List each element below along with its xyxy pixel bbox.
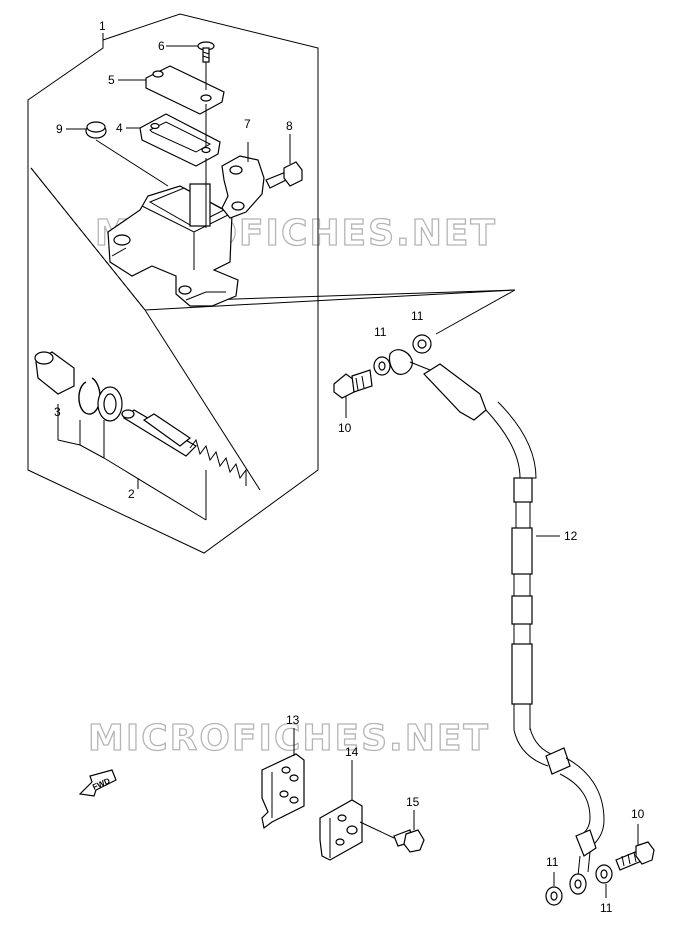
watermark-bottom: MICROFICHES.NET xyxy=(88,718,490,759)
screw-part-6 xyxy=(197,41,215,63)
brake-hose-part-12 xyxy=(388,349,605,895)
callout-9: 9 xyxy=(56,122,63,136)
small-cap-part-9 xyxy=(85,121,107,139)
bolt-part-8 xyxy=(265,161,303,189)
callout-12: 12 xyxy=(564,529,578,543)
callout-11-d: 11 xyxy=(600,901,613,915)
callout-labels: 1 2 3 4 5 6 7 8 9 10 10 11 11 11 11 12 1… xyxy=(54,19,645,915)
leader-lines-top xyxy=(66,33,291,228)
callout-1: 1 xyxy=(99,19,106,33)
callout-7: 7 xyxy=(244,117,251,131)
banjo-bolt-part-10-upper xyxy=(333,369,373,418)
callout-6: 6 xyxy=(158,39,165,53)
piston-part-2 xyxy=(121,409,197,457)
callout-4: 4 xyxy=(116,121,123,135)
callout-10-upper: 10 xyxy=(338,421,352,435)
fwd-arrow-icon: FWD xyxy=(78,769,117,797)
callout-15: 15 xyxy=(406,795,420,809)
washer-part-3 xyxy=(97,386,123,422)
guide-lines xyxy=(30,167,516,491)
callout-11-b: 11 xyxy=(411,309,424,323)
callout-11-a: 11 xyxy=(374,325,387,339)
callout-10-lower: 10 xyxy=(631,807,645,821)
reservoir-cap-part-5 xyxy=(145,65,225,115)
bolt-part-15 xyxy=(359,810,425,853)
callout-8: 8 xyxy=(286,119,293,133)
clamp-part-7 xyxy=(221,155,265,219)
callout-5: 5 xyxy=(108,73,115,87)
washer-part-11-d xyxy=(595,864,613,898)
callout-13: 13 xyxy=(286,713,300,727)
washer-part-11-b xyxy=(412,334,432,354)
bracket-part-13 xyxy=(261,728,305,830)
circlip-part-3 xyxy=(78,377,101,415)
washer-part-11-a xyxy=(373,356,391,376)
washer-part-11-c xyxy=(545,872,563,906)
callout-2: 2 xyxy=(128,487,135,501)
callout-11-c: 11 xyxy=(546,855,559,869)
bracket-part-14 xyxy=(319,760,363,861)
banjo-bolt-part-10-lower xyxy=(615,824,655,871)
callout-14: 14 xyxy=(345,745,359,759)
callout-3: 3 xyxy=(54,405,61,419)
boot-part-3 xyxy=(34,351,75,395)
diaphragm-part-4 xyxy=(139,113,221,167)
assembly-outline xyxy=(27,13,319,554)
spring-part-2 xyxy=(189,438,247,486)
callout-brackets-2-3 xyxy=(57,404,207,521)
